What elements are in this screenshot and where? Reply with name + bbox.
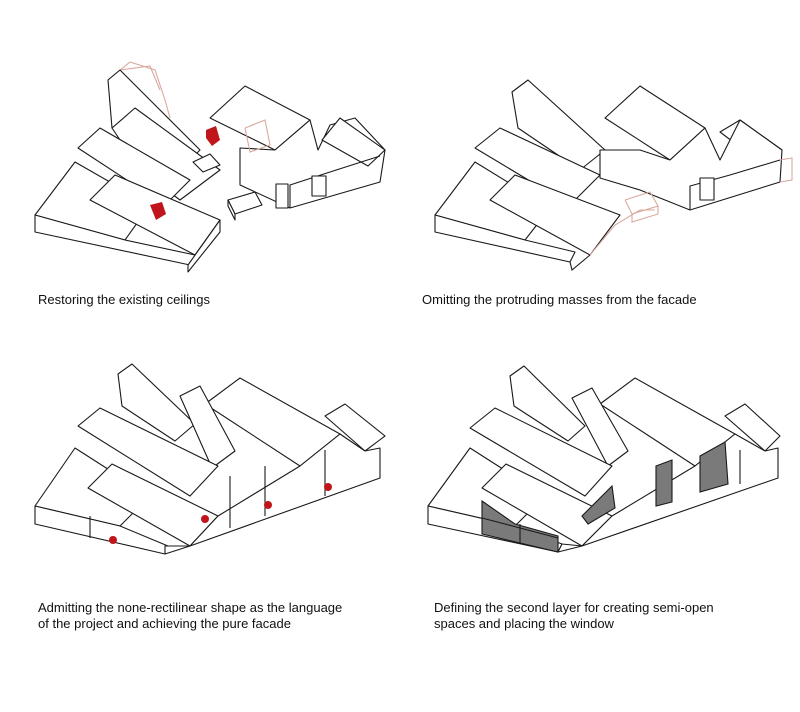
arrow-icon (206, 126, 220, 146)
recessed-window (699, 441, 729, 493)
joint-marker-icon (109, 536, 117, 544)
facade-bay (699, 177, 715, 201)
house-axonometric-2 (434, 79, 793, 271)
roof-plane (179, 385, 236, 469)
facade-edge (289, 155, 381, 208)
roof-plane (511, 79, 606, 171)
protruding-mass (227, 199, 236, 221)
house-axonometric-4 (427, 365, 781, 553)
protruding-mass (275, 183, 289, 209)
roof-plane (509, 365, 586, 442)
diagram-panel-4: Defining the second layer for creating s… (400, 356, 800, 712)
arrow-icon (150, 202, 166, 220)
step-caption: Admitting the none-rectilinear shape as … (38, 600, 343, 631)
roof-plane (469, 407, 613, 497)
roof-plane (117, 363, 196, 442)
roof-plane (489, 174, 621, 256)
ghost-removed-mass (589, 209, 655, 256)
ghost-ceiling-outline (107, 61, 171, 119)
building-volume (164, 433, 381, 555)
building-volume (187, 219, 221, 273)
joint-marker-icon (201, 515, 209, 523)
ghost-removed-mass (631, 206, 659, 223)
building-volume (599, 119, 783, 211)
window-transom (481, 517, 559, 539)
roof-plane (321, 117, 386, 167)
roof-plane (571, 387, 629, 467)
building-volume (434, 214, 576, 263)
step-caption: Restoring the existing ceilings (38, 292, 210, 307)
roof-plane (724, 403, 781, 452)
step-caption: Omitting the protruding masses from the … (422, 292, 697, 307)
step-caption: Defining the second layer for creating s… (434, 600, 714, 631)
ghost-window-frame (244, 119, 271, 153)
diagram-panel-1: Restoring the existing ceilings (0, 0, 400, 330)
diagram-panel-2: Omitting the protruding masses from the … (400, 0, 800, 330)
roof-plane (77, 407, 219, 497)
joint-marker-icon (324, 483, 332, 491)
roof-plane (324, 403, 386, 452)
facade-edge (569, 254, 591, 271)
recessed-window (655, 459, 673, 507)
joint-marker-icon (264, 501, 272, 509)
recessed-window (581, 484, 616, 525)
house-axonometric-3 (34, 363, 386, 555)
ghost-removed-mass (779, 157, 793, 183)
protruding-mass (311, 175, 327, 197)
protruding-mass (192, 153, 221, 173)
house-axonometric-1 (34, 61, 386, 273)
ghost-ceiling-outline (119, 65, 161, 91)
diagram-panel-3: Admitting the none-rectilinear shape as … (0, 356, 400, 712)
